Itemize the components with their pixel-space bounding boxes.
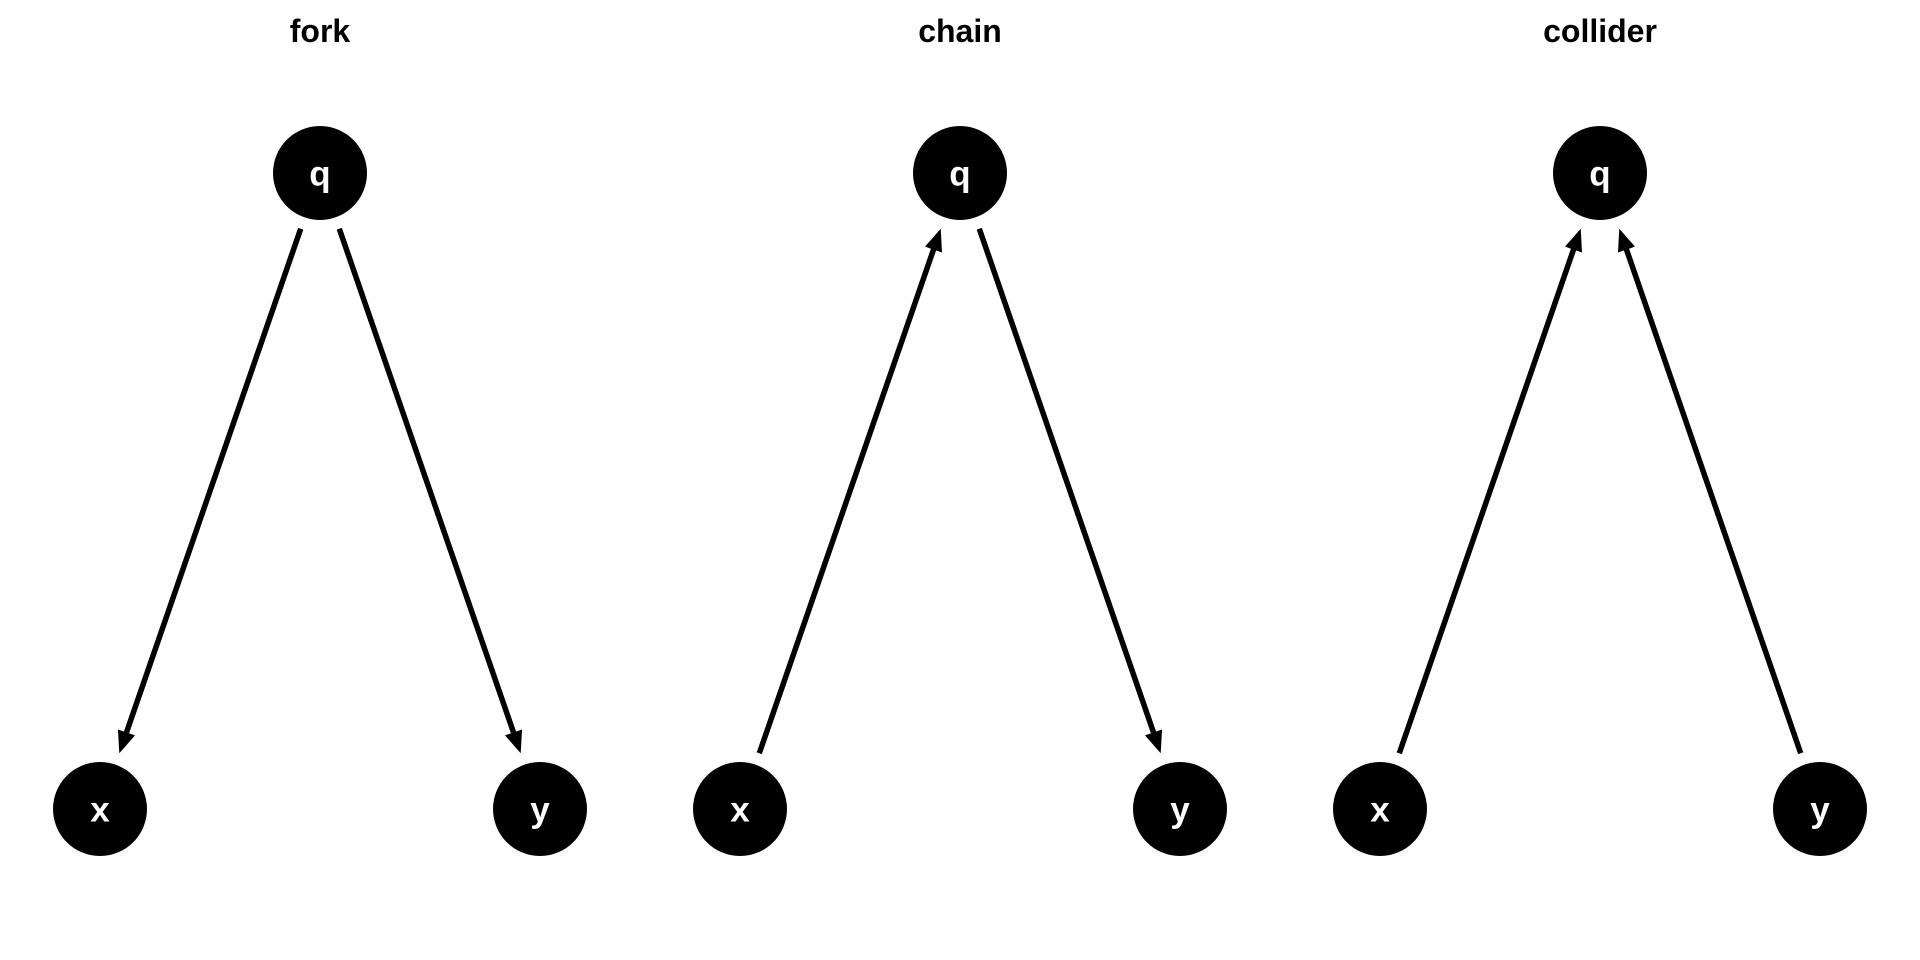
diagram-title-collider: collider [1543,13,1657,49]
arrowhead-icon [1145,729,1163,754]
arrowhead-icon [1617,228,1635,253]
node-x [693,762,787,856]
node-x [1333,762,1427,856]
panel-collider: collider q x y [1280,0,1920,960]
node-label-y: y [530,790,550,829]
panel-chain: chain q x y [640,0,1280,960]
edge-x-to-q [1396,244,1578,755]
arrowhead-icon [925,228,943,253]
node-label-x: x [90,790,110,829]
arrowhead-icon [505,729,523,754]
collider-diagram: q x y [1333,126,1867,856]
diagram-title-chain: chain [918,13,1002,49]
arrowhead-icon [117,729,135,754]
edge-q-to-x [122,227,304,738]
panel-fork: fork q x y [0,0,640,960]
edge-x-to-q [756,244,938,755]
fork-diagram: q x y [53,126,587,856]
node-label-y: y [1810,790,1830,829]
node-label-q: q [1589,154,1610,193]
node-y [1773,762,1867,856]
node-label-x: x [730,790,750,829]
node-y [1133,762,1227,856]
node-q [273,126,367,220]
edge-q-to-y [976,227,1158,738]
node-q [1553,126,1647,220]
arrowhead-icon [1565,228,1583,253]
node-label-x: x [1370,790,1390,829]
chain-diagram: q x y [693,126,1227,856]
node-label-q: q [949,154,970,193]
node-x [53,762,147,856]
diagram-title-fork: fork [289,13,351,49]
edge-y-to-q [1622,244,1804,755]
node-y [493,762,587,856]
node-label-y: y [1170,790,1190,829]
node-q [913,126,1007,220]
edge-q-to-y [336,227,518,738]
node-label-q: q [309,154,330,193]
